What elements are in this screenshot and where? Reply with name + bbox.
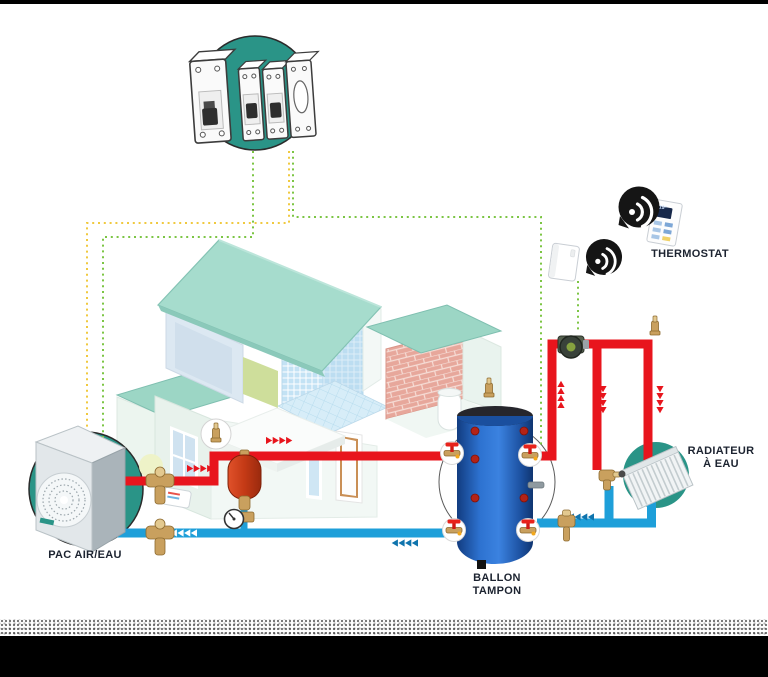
tank-valve-icon: [440, 441, 464, 465]
heat-pump-label: PAC AIR/EAU: [48, 549, 122, 561]
mixing-valve-icon: [145, 466, 175, 505]
wifi-icon: [584, 237, 624, 278]
return-line-valve-icon: [557, 509, 576, 542]
tank-valve-icon: [442, 518, 466, 542]
radiator-label: RADIATEUR À EAU: [688, 445, 755, 471]
garage-side-wall: [462, 328, 502, 413]
radiator-valve-knob: [618, 470, 626, 478]
control-line-green-left: [102, 151, 254, 453]
top-black-bar: [0, 0, 768, 4]
expansion-vessel-icon: [227, 449, 262, 511]
air-vent-icon: [200, 418, 232, 450]
bottom-black-bar: [0, 636, 768, 677]
buffer-tank-label: BALLON TAMPON: [473, 572, 522, 598]
indoor-control-unit: [162, 486, 192, 509]
thermostat-label: THERMOSTAT: [651, 248, 729, 260]
buffer-tank-label-line2: TAMPON: [472, 585, 522, 597]
radiator-label-line1: RADIATEUR: [687, 445, 755, 457]
radiator-label-line2: À EAU: [703, 458, 739, 470]
garage-roof: [365, 304, 503, 354]
buffer-tank-icon: [457, 406, 545, 569]
heat-pump-unit-icon: [34, 425, 127, 553]
radiator-return-valve-icon: [598, 469, 622, 491]
tank-side-fitting: [527, 481, 545, 489]
thermostat-receiver-icon: [548, 242, 580, 282]
pressure-gauge-icon: [223, 508, 255, 530]
tank-valve-icon: [518, 443, 542, 467]
circulator-pump-icon: [557, 335, 589, 359]
lime-accent-wall: [243, 357, 278, 408]
circuit-breakers-icon: [187, 48, 320, 144]
air-vent-icon: [649, 315, 661, 336]
thermostat-screen-value: 19°: [658, 204, 668, 212]
noise-strip: [0, 619, 768, 636]
tank-valve-icon: [516, 518, 540, 542]
mixing-valve-icon: [145, 518, 175, 556]
buffer-tank-label-line1: BALLON: [473, 572, 521, 584]
control-line-yellow: [86, 151, 290, 434]
